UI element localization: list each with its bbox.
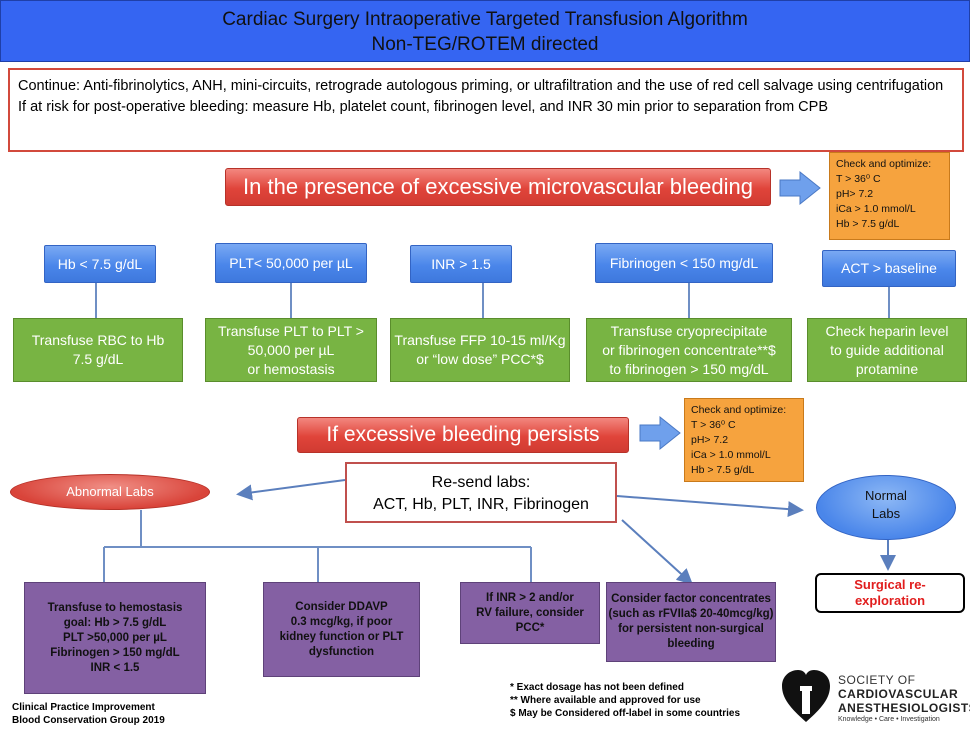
outcome-line: Transfuse to hemostasis bbox=[47, 601, 183, 614]
heart-logo-icon bbox=[780, 668, 832, 724]
outcome-line: Consider DDAVP bbox=[295, 600, 388, 613]
title-line-2: Non-TEG/ROTEM directed bbox=[371, 34, 599, 55]
action-line: or hemostasis bbox=[247, 360, 335, 377]
check-item: T > 36⁰ C bbox=[691, 419, 736, 431]
check-item: iCa > 1.0 mmol/L bbox=[836, 203, 916, 215]
org-line: SOCIETY OF bbox=[838, 673, 916, 687]
continue-note: Continue: Anti-fibrinolytics, ANH, mini-… bbox=[8, 68, 964, 152]
check-item: Hb > 7.5 g/dL bbox=[691, 464, 755, 476]
check-title: Check and optimize: bbox=[836, 158, 932, 170]
outcome-line: goal: Hb > 7.5 g/dL bbox=[63, 616, 167, 629]
trigger-plt: PLT< 50,000 per µL bbox=[215, 243, 367, 283]
outcome-transfuse-hemostasis: Transfuse to hemostasis goal: Hb > 7.5 g… bbox=[24, 582, 206, 694]
org-name: SOCIETY OF CARDIOVASCULAR ANESTHESIOLOGI… bbox=[838, 673, 970, 725]
surgical-line: exploration bbox=[854, 593, 926, 608]
trigger-hb: Hb < 7.5 g/dL bbox=[44, 245, 156, 283]
footnote-line: ** Where available and approved for use bbox=[510, 695, 701, 706]
trigger-fibrinogen: Fibrinogen < 150 mg/dL bbox=[595, 243, 773, 283]
outcome-line: bleeding bbox=[667, 638, 715, 650]
check-item: pH> 7.2 bbox=[836, 188, 874, 200]
org-line: CARDIOVASCULAR bbox=[838, 687, 959, 701]
outcome-line: PCC* bbox=[515, 621, 545, 634]
check-item: iCa > 1.0 mmol/L bbox=[691, 449, 771, 461]
arrow-right-icon bbox=[639, 415, 681, 451]
trigger-act: ACT > baseline bbox=[822, 250, 956, 287]
check-item: T > 36⁰ C bbox=[836, 173, 881, 185]
outcome-line: RV failure, consider bbox=[476, 606, 584, 619]
outcome-line: kidney function or PLT bbox=[279, 630, 404, 643]
action-line: to guide additional bbox=[830, 341, 944, 358]
action-line: Transfuse PLT to PLT > bbox=[218, 322, 364, 339]
credit-line: Clinical Practice Improvement bbox=[12, 702, 155, 713]
action-transfuse-rbc: Transfuse RBC to Hb 7.5 g/dL bbox=[13, 318, 183, 382]
banner-bleeding-persists: If excessive bleeding persists bbox=[297, 417, 629, 453]
action-line: protamine bbox=[855, 360, 919, 377]
outcome-line: dysfunction bbox=[308, 645, 375, 658]
outcome-line: for persistent non-surgical bbox=[618, 623, 764, 635]
normal-label-line: Labs bbox=[871, 506, 901, 521]
outcome-inr-pcc: If INR > 2 and/or RV failure, consider P… bbox=[460, 582, 600, 644]
action-transfuse-ffp: Transfuse FFP 10-15 ml/Kg or “low dose” P… bbox=[390, 318, 570, 382]
action-line: Transfuse RBC to Hb bbox=[31, 332, 165, 348]
outcome-line: 0.3 mcg/kg, if poor bbox=[290, 615, 393, 628]
title-line-1: Cardiac Surgery Intraoperative Targeted … bbox=[222, 9, 748, 30]
action-line: Transfuse FFP 10-15 ml/Kg bbox=[394, 332, 566, 348]
action-transfuse-plt: Transfuse PLT to PLT > 50,000 per µL or he… bbox=[205, 318, 377, 382]
resend-labs-box: Re-send labs: ACT, Hb, PLT, INR, Fibrino… bbox=[345, 462, 617, 523]
outcome-consider-ddavp: Consider DDAVP 0.3 mcg/kg, if poor kidne… bbox=[263, 582, 420, 677]
action-line: or fibrinogen concentrate**$ bbox=[602, 341, 776, 358]
action-line: Transfuse cryoprecipitate bbox=[610, 322, 768, 339]
outcome-line: INR < 1.5 bbox=[90, 661, 140, 674]
note-line-1: Continue: Anti-fibrinolytics, ANH, mini-… bbox=[18, 78, 944, 94]
outcome-line: (such as rFVIIa$ 20-40mcg/kg) bbox=[608, 608, 774, 620]
resend-labs-list: ACT, Hb, PLT, INR, Fibrinogen bbox=[373, 496, 589, 513]
note-line-2: If at risk for post-operative bleeding: … bbox=[18, 99, 828, 115]
resend-title: Re-send labs: bbox=[431, 474, 531, 491]
outcome-line: PLT >50,000 per µL bbox=[63, 631, 167, 644]
org-line: ANESTHESIOLOGISTS bbox=[838, 701, 970, 715]
page-title: Cardiac Surgery Intraoperative Targeted … bbox=[0, 0, 970, 62]
credit-line: Blood Conservation Group 2019 bbox=[12, 715, 165, 726]
normal-labs-node: Normal Labs bbox=[816, 475, 956, 540]
footnotes: * Exact dosage has not been defined ** W… bbox=[510, 681, 780, 720]
abnormal-labs-node: Abnormal Labs bbox=[10, 474, 210, 510]
check-title: Check and optimize: bbox=[691, 404, 787, 416]
arrow-right-icon bbox=[779, 170, 821, 206]
check-optimize-box-1: Check and optimize: T > 36⁰ C pH> 7.2 iC… bbox=[829, 152, 950, 240]
surgical-reexploration-box: Surgical re-exploration bbox=[815, 573, 965, 613]
org-tagline: Knowledge • Care • Investigation bbox=[838, 716, 940, 723]
trigger-inr: INR > 1.5 bbox=[410, 245, 512, 283]
normal-label-line: Normal bbox=[865, 488, 907, 503]
banner-excessive-bleeding: In the presence of excessive microvascul… bbox=[225, 168, 771, 206]
action-line: 50,000 per µL bbox=[247, 341, 335, 358]
outcome-line: If INR > 2 and/or bbox=[486, 591, 574, 604]
action-line: Check heparin level bbox=[825, 322, 949, 339]
action-transfuse-cryo: Transfuse cryoprecipitate or fibrinogen c… bbox=[586, 318, 792, 382]
action-line: to fibrinogen > 150 mg/dL bbox=[609, 360, 769, 377]
footnote-line: * Exact dosage has not been defined bbox=[510, 682, 684, 693]
check-item: pH> 7.2 bbox=[691, 434, 729, 446]
credit-text: Clinical Practice Improvement Blood Cons… bbox=[12, 701, 232, 727]
outcome-line: Consider factor concentrates bbox=[611, 593, 771, 605]
check-optimize-box-2: Check and optimize: T > 36⁰ C pH> 7.2 iC… bbox=[684, 398, 804, 482]
outcome-factor-concentrates: Consider factor concentrates (such as rF… bbox=[606, 582, 776, 662]
outcome-line: Fibrinogen > 150 mg/dL bbox=[50, 646, 180, 659]
surgical-line: Surgical re- bbox=[854, 577, 926, 592]
action-line: 7.5 g/dL bbox=[72, 351, 124, 367]
footnote-line: $ May be Considered off-label in some co… bbox=[510, 708, 741, 719]
action-check-heparin: Check heparin level to guide additional pr… bbox=[807, 318, 967, 382]
action-line: or “low dose” PCC*$ bbox=[416, 351, 544, 367]
check-item: Hb > 7.5 g/dL bbox=[836, 218, 900, 230]
